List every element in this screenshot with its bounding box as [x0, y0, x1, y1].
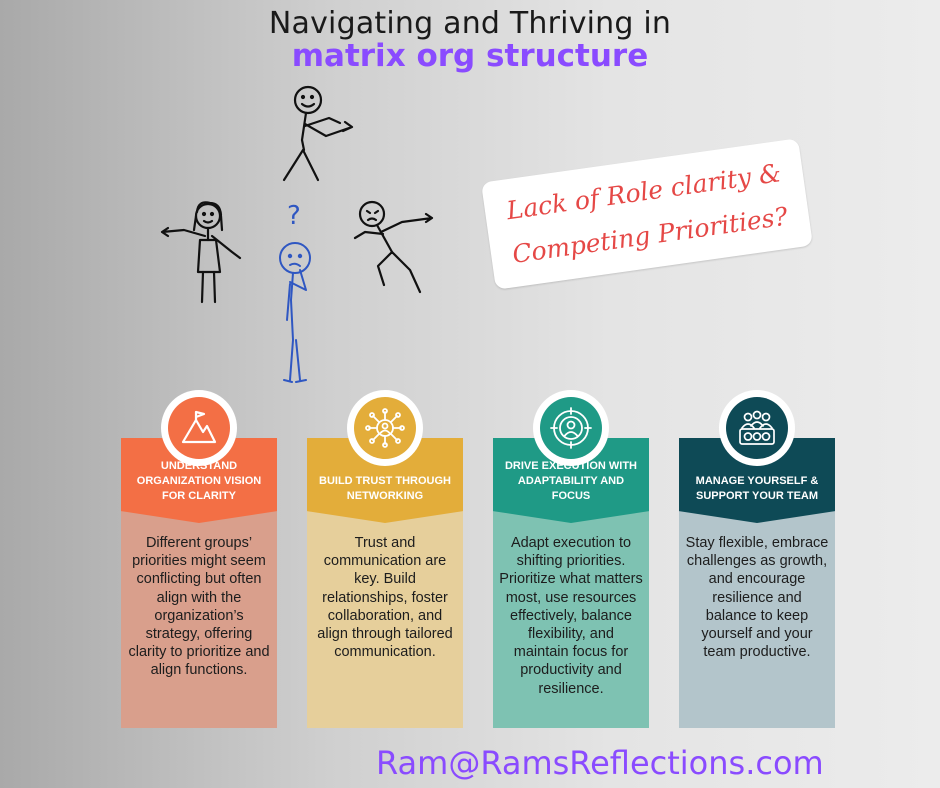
- card-icon-ring: [347, 390, 423, 466]
- card-text: Trust and communication are key. Build r…: [317, 535, 453, 661]
- card-icon-ring: [161, 390, 237, 466]
- card-body: Stay flexible, embrace challenges as gro…: [679, 500, 835, 728]
- card-heading: MANAGE YOURSELF & SUPPORT YOUR TEAM: [695, 475, 819, 502]
- card-icon-ring: [533, 390, 609, 466]
- card-text: Different groups’ priorities might seem …: [128, 535, 270, 679]
- footer-email[interactable]: Ram@RamsReflections.com: [376, 744, 824, 782]
- card-text: Stay flexible, embrace challenges as gro…: [685, 535, 829, 661]
- pointing-figure-right: [353, 200, 434, 294]
- question-mark: ?: [287, 201, 301, 231]
- title-line-2: matrix org structure: [291, 38, 649, 74]
- team-gears-icon: [726, 397, 788, 459]
- mountain-flag-icon: [168, 397, 230, 459]
- card-body: Adapt execution to shifting priorities. …: [493, 500, 649, 728]
- card-header: MANAGE YOURSELF & SUPPORT YOUR TEAM: [679, 438, 835, 523]
- card-icon-ring: [719, 390, 795, 466]
- card-heading: UNDERSTAND ORGANIZATION VISION FOR CLARI…: [136, 460, 262, 502]
- pointing-figure-left: [160, 201, 242, 304]
- card-body: Trust and communication are key. Build r…: [307, 500, 463, 728]
- target-person-icon: [540, 397, 602, 459]
- card-heading: DRIVE EXECUTION WITH ADAPTABILITY AND FO…: [504, 460, 637, 502]
- card-body: Different groups’ priorities might seem …: [121, 500, 277, 728]
- callout-box: Lack of Role clarity & Competing Priorit…: [481, 138, 813, 290]
- confused-figure-center: [279, 242, 311, 383]
- title-line-1: Navigating and Thriving in: [268, 6, 672, 41]
- card-text: Adapt execution to shifting priorities. …: [499, 535, 643, 697]
- card-heading: BUILD TRUST THROUGH NETWORKING: [319, 475, 451, 502]
- card-header: BUILD TRUST THROUGH NETWORKING: [307, 438, 463, 523]
- network-person-icon: [354, 397, 416, 459]
- pointing-figure-top: [282, 85, 354, 182]
